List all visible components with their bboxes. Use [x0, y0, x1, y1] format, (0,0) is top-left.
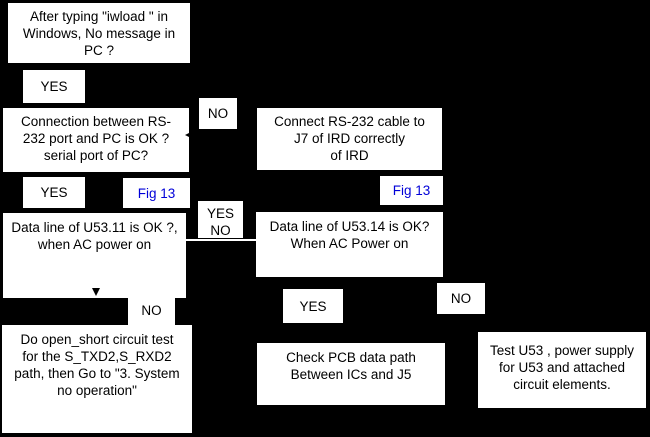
box-connection-rs232-text: 232 port and PC is OK ?: [22, 131, 170, 146]
box-dataline-u53-14-text: When AC Power on: [290, 236, 409, 251]
box-open-short-test-text: Do open_short circuit test: [20, 332, 174, 347]
box-dataline-u53-11-text: when AC power on: [37, 237, 152, 252]
box-open-short-test-text: for the S_TXD2,S_RXD2: [22, 349, 172, 364]
box-connect-rs232-cable: Connect RS-232 cable to J7 of IRD correct…: [257, 108, 442, 170]
label-yes-no: YES NO: [198, 201, 243, 238]
box-after-typing-iwload-text: After typing "iwload " in: [30, 9, 168, 24]
box-check-pcb-path-text: Check PCB data path: [286, 350, 416, 365]
box-after-typing-iwload: After typing "iwload " in Windows, No mes…: [8, 3, 190, 63]
arrowhead-into-connection-box: [185, 131, 193, 139]
box-test-u53: Test U53 , power supply for U53 and attac…: [478, 332, 646, 408]
label-yes-3: YES: [283, 289, 343, 323]
link-fig13-left[interactable]: Fig 13: [123, 178, 190, 208]
label-no-2-text: NO: [141, 303, 162, 318]
box-dataline-u53-14-text: Data line of U53.14 is OK?: [269, 219, 430, 234]
label-no-1-text: NO: [207, 106, 229, 121]
box-test-u53-text: circuit elements.: [513, 377, 611, 392]
link-fig13-left-text: Fig 13: [137, 185, 176, 201]
label-no-3: NO: [437, 283, 485, 314]
label-yes-1: YES: [23, 70, 85, 103]
box-check-pcb-path-text: Between ICs and J5: [290, 367, 412, 382]
box-after-typing-iwload-text: PC ?: [83, 43, 114, 58]
box-connect-rs232-cable-text: Connect RS-232 cable to: [274, 114, 425, 129]
box-open-short-test-text: no operation": [57, 383, 137, 398]
label-yes-3-text: YES: [299, 298, 327, 314]
box-connect-rs232-cable-text: J7 of IRD correctly: [293, 131, 406, 146]
box-after-typing-iwload-text: Windows, No message in: [22, 26, 176, 41]
connector-u5311-to-u5314-line: [186, 239, 256, 241]
label-yes-no-text: NO: [210, 223, 231, 238]
box-connection-rs232-text: Connection between RS-: [20, 114, 172, 129]
label-no-3-text: NO: [450, 291, 472, 306]
box-dataline-u53-11-text: Data line of U53.11 is OK ?,: [11, 220, 178, 235]
label-yes-no-text: YES: [206, 206, 234, 221]
link-fig13-right-text: Fig 13: [392, 183, 431, 198]
link-fig13-right[interactable]: Fig 13: [380, 176, 443, 205]
box-connection-rs232-text: serial port of PC?: [43, 148, 149, 163]
box-connect-rs232-cable-text: of IRD: [330, 148, 369, 163]
label-yes-2-text: YES: [40, 185, 68, 200]
label-no-1: NO: [199, 98, 237, 129]
box-dataline-u53-11: Data line of U53.11 is OK ?, when AC powe…: [3, 213, 186, 298]
box-open-short-test-text: path, then Go to "3. System: [14, 366, 180, 381]
arrowhead-u5311-bottom: [92, 288, 100, 296]
label-no-2: NO: [128, 296, 175, 325]
box-test-u53-text: Test U53 , power supply: [489, 343, 635, 358]
box-connection-rs232: Connection between RS- 232 port and PC is…: [3, 108, 189, 172]
label-yes-1-text: YES: [40, 79, 68, 94]
box-test-u53-text: for U53 and attached: [498, 360, 626, 375]
box-dataline-u53-14: Data line of U53.14 is OK? When AC Power …: [256, 212, 443, 277]
box-open-short-test: Do open_short circuit test for the S_TXD2…: [2, 325, 192, 433]
label-yes-2: YES: [23, 177, 85, 208]
